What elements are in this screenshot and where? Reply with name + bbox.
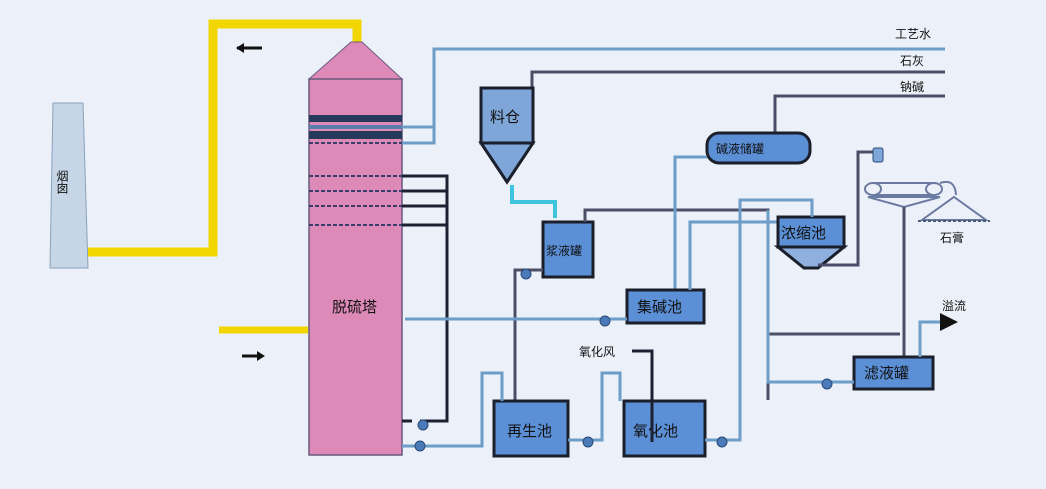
regeneration-pool[interactable]: 再生池 <box>492 399 570 458</box>
slurry-tank-label: 浆液罐 <box>546 243 582 258</box>
oxidation-out-pipe <box>705 400 742 442</box>
tower-label: 脱硫塔 <box>332 298 377 316</box>
regen-to-oxidation-pipe <box>568 371 622 442</box>
alkali-feed-pipe <box>673 155 707 290</box>
spray-header-pipe <box>402 174 449 423</box>
oxidation-pool-label: 氧化池 <box>633 422 678 440</box>
slurry-pump-icon[interactable] <box>520 268 532 280</box>
chimney[interactable]: 烟囱 <box>49 102 89 269</box>
gypsum-pile: 石膏 <box>918 195 990 245</box>
arrow-head-left-icon <box>236 43 244 53</box>
lime-pipe <box>530 70 945 87</box>
slurry-to-regen-pipe <box>513 268 543 400</box>
recirc-pump-icon[interactable] <box>417 419 429 431</box>
silo-label: 料仓 <box>490 108 520 126</box>
filtrate-tank-label: 滤液罐 <box>864 364 909 382</box>
silo[interactable]: 料仓 <box>478 86 536 185</box>
overflow-label: 溢流 <box>942 299 966 313</box>
alkali-pool-label: 集碱池 <box>637 298 682 316</box>
soda-pipe <box>773 94 945 133</box>
tower-bleed-pump-icon[interactable] <box>414 440 426 452</box>
regen-pool-label: 再生池 <box>507 422 552 440</box>
clean-gas-pipe <box>88 19 362 257</box>
slurry-tank[interactable]: 浆液罐 <box>541 220 595 279</box>
chimney-label: 烟囱 <box>55 170 69 194</box>
alkali-pump-icon[interactable] <box>599 315 611 327</box>
alkali-pool[interactable]: 集碱池 <box>625 288 706 325</box>
overflow-pipe <box>918 313 958 357</box>
oxidation-pool[interactable]: 氧化池 <box>622 399 707 458</box>
oxidation-air-label: 氧化风 <box>579 345 615 359</box>
lime-label: 石灰 <box>900 54 924 68</box>
filtrate-tank[interactable]: 滤液罐 <box>852 355 935 391</box>
alkali-storage-tank[interactable]: 碱液储罐 <box>705 131 812 165</box>
thickener[interactable]: 浓缩池 <box>773 215 849 270</box>
alkali-storage-label: 碱液储罐 <box>716 141 764 156</box>
regen-pump-icon[interactable] <box>582 436 594 448</box>
thickener-feed-pipe <box>738 198 814 400</box>
tower-to-regen-pipe <box>402 371 504 448</box>
thickener-underflow-pipe <box>818 150 876 267</box>
process-water-pipe <box>402 47 945 145</box>
filtrate-pump-icon[interactable] <box>821 378 833 390</box>
thickener-overflow-pipe <box>688 220 790 290</box>
oxidation-air-pipe <box>632 349 654 442</box>
desulfurization-tower[interactable]: 脱硫塔 <box>307 41 404 456</box>
soda-label: 钠碱 <box>900 79 924 94</box>
arrow-head-right-icon <box>257 351 265 361</box>
feed-pipe <box>510 185 557 218</box>
belt-filter[interactable] <box>864 147 957 209</box>
thickener-label: 浓缩池 <box>781 224 826 242</box>
gypsum-label: 石膏 <box>940 230 964 245</box>
oxidation-pump-icon[interactable] <box>716 436 728 448</box>
process-water-label: 工艺水 <box>895 27 931 41</box>
